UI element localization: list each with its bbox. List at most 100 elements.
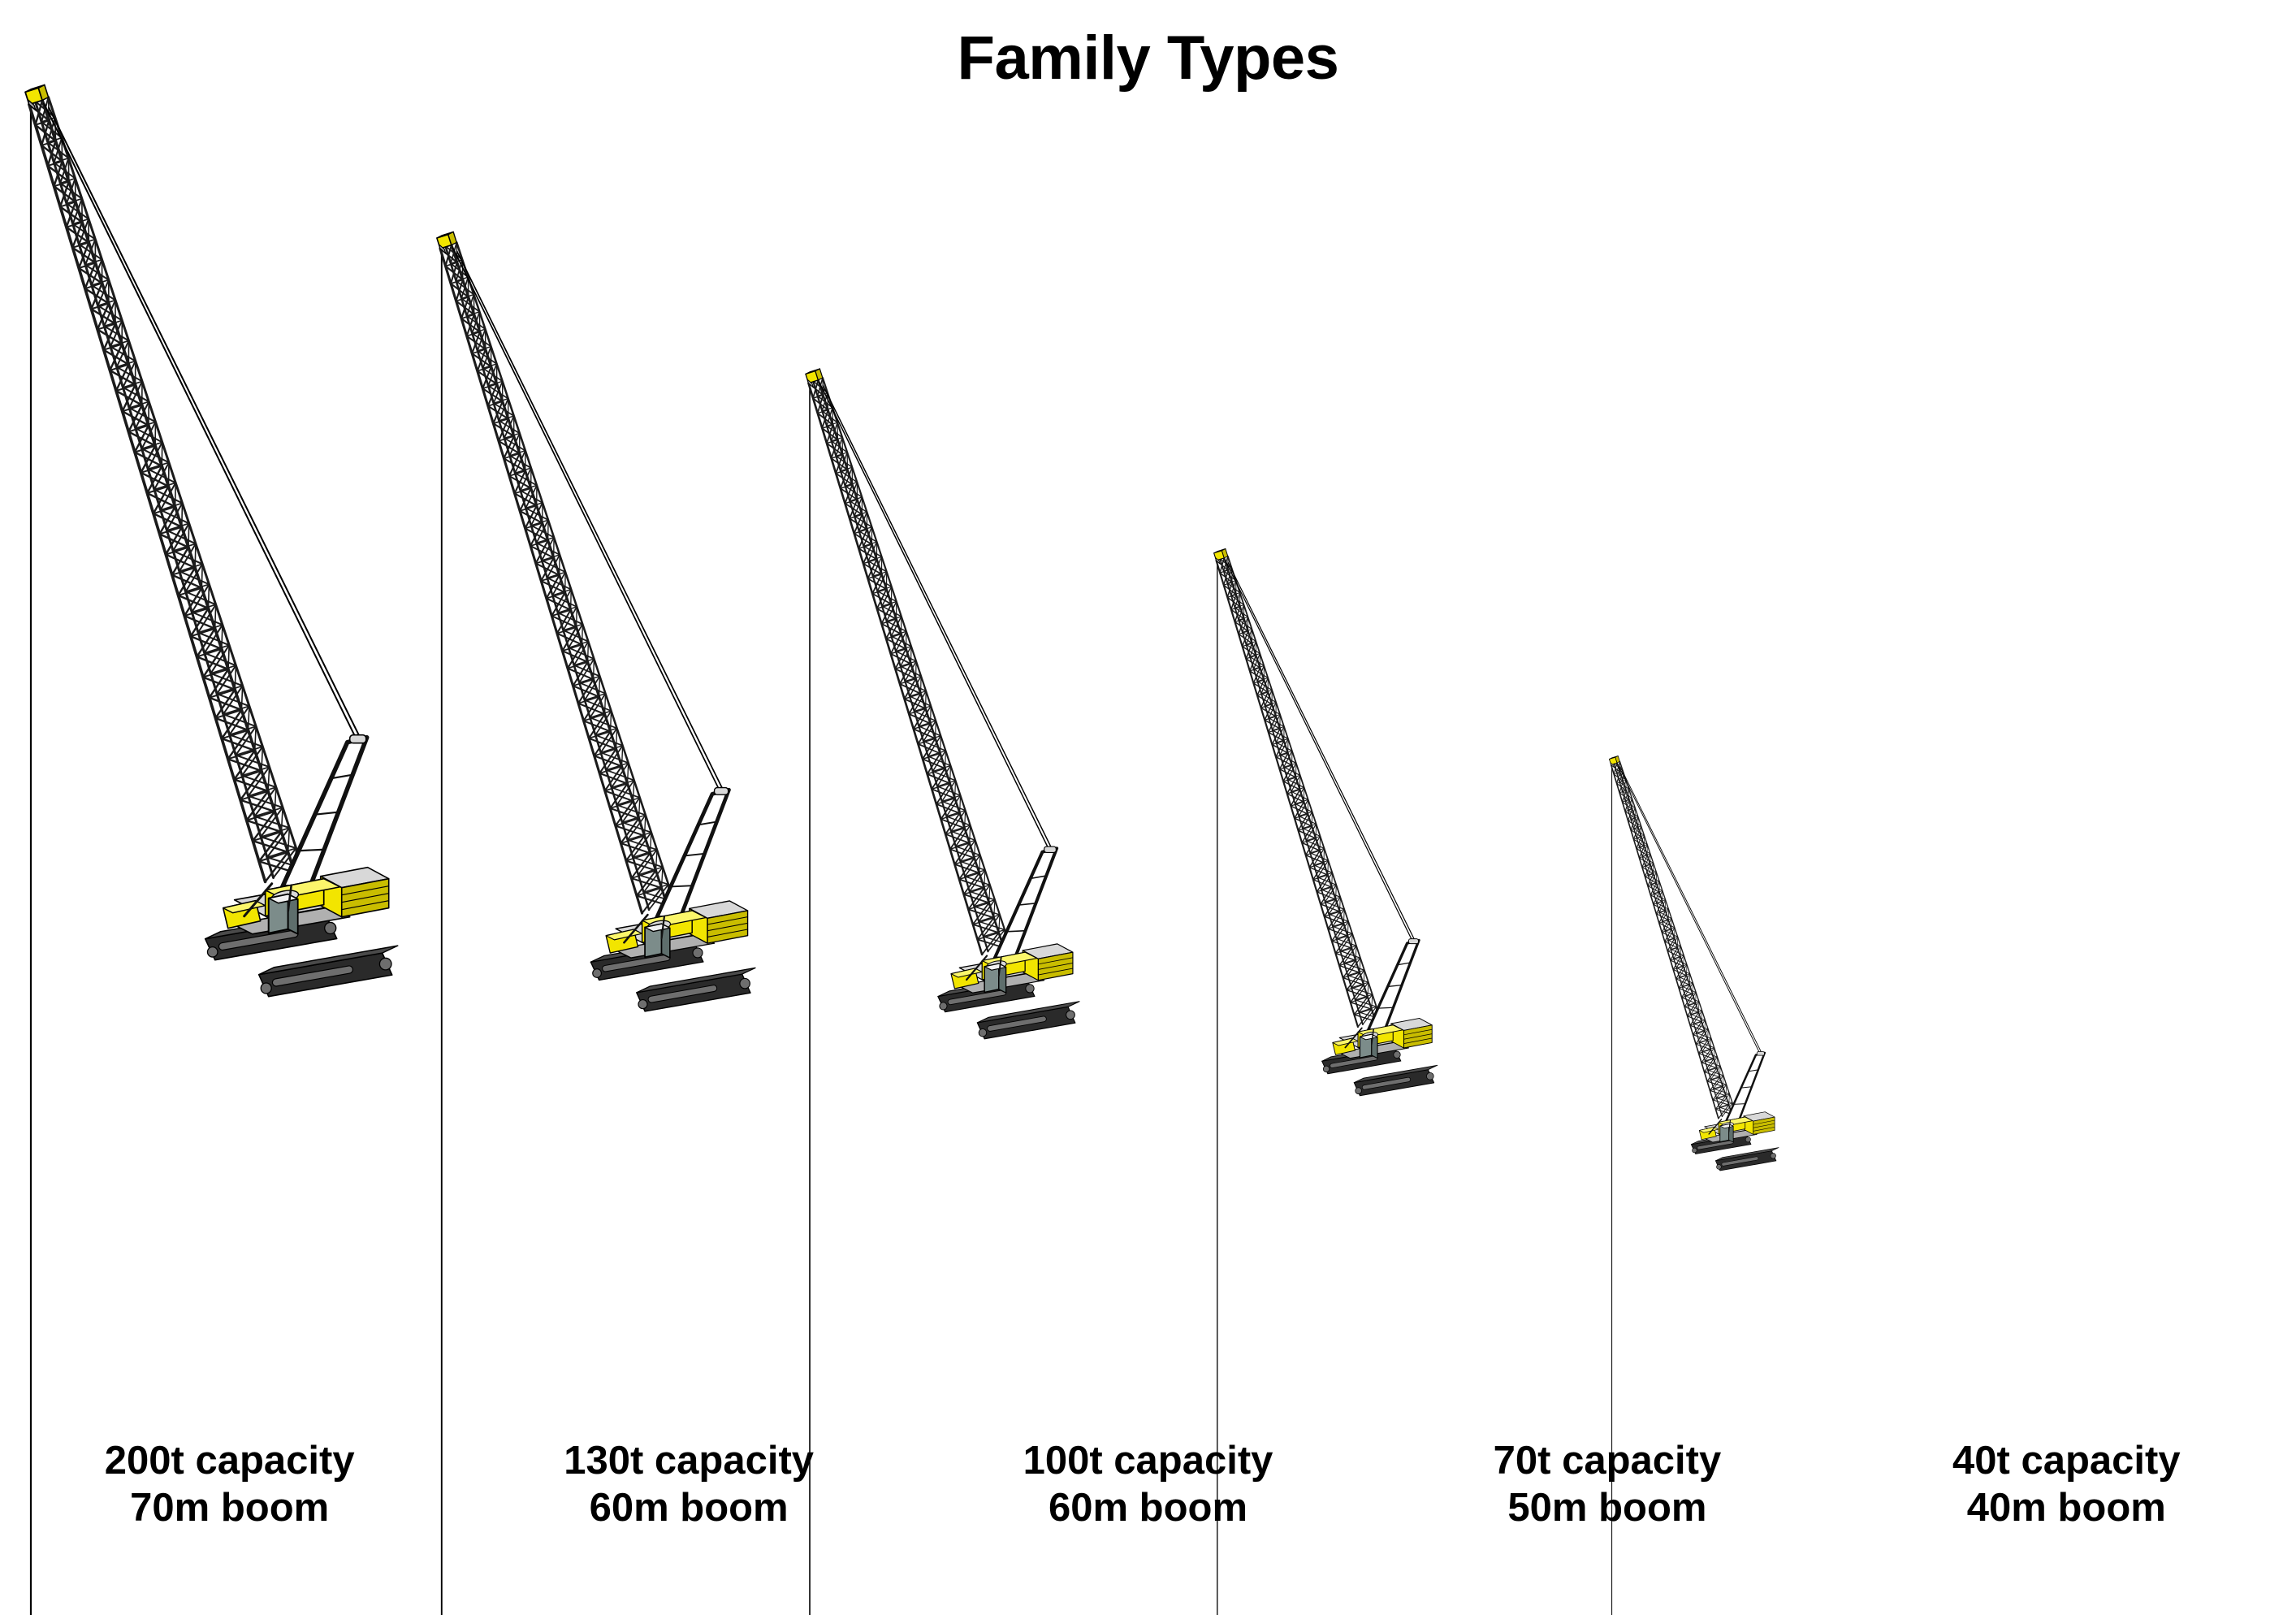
capacity-label-40t: 40t capacity [1952,1439,2181,1483]
boom-heel-brace [966,955,988,981]
crawler-track-front-top [1353,1064,1438,1084]
gantry-mast [279,734,370,890]
pendant-cable-2 [1619,765,1764,1056]
crawler-track-front-sprocket [1355,1087,1362,1094]
boom-heel-pin [287,884,293,913]
capacity-label-70t: 70t capacity [1493,1439,1722,1483]
lattice-boom [1610,760,1736,1119]
crawler-track-rear-idler [324,921,337,935]
boom-head-sheave [1610,762,1615,768]
crawler-track-front-sprocket [260,982,272,994]
crawler-track-front-sprocket [978,1028,988,1037]
crawler-track-front-frame [647,985,718,1003]
boom-heel-pin [1728,1119,1732,1132]
boom-label-100t: 60m boom [1048,1485,1248,1530]
crawler-track-rear-sprocket [1692,1147,1697,1154]
boom-head [1213,548,1229,565]
pendant-cables [1224,559,1417,945]
boom-chord-near-left [439,247,644,915]
boom-head [805,368,824,388]
crawler-track-rear-sprocket [939,1002,948,1011]
crawler-track-rear-idler [1745,1137,1751,1143]
mast-sheave-roller [1407,938,1419,945]
crawler-track-front-idler [378,957,392,971]
boom-head-top [805,368,820,375]
boom-label-200t: 70m boom [130,1485,330,1530]
pendant-cable-2 [48,106,364,744]
boom-label-130t: 60m boom [589,1485,789,1530]
operator-cab [984,963,1007,994]
boom-chord-near-left [1610,764,1719,1119]
operator-cab [1719,1124,1734,1143]
boom-chord-far-left [811,379,989,953]
crawler-track-rear-sprocket [592,968,602,978]
crane-70t [1213,548,1438,1615]
pendant-cable-1 [819,382,1050,851]
crawler-track-front-top [636,967,756,994]
hoist-rope-group [29,109,32,1615]
operator-cab [644,923,671,959]
boom-head-top [24,84,45,93]
crane-label-100t: 100t capacity 60m boom [919,1438,1377,1532]
crawler-track-rear-idler [1025,984,1035,994]
crawler-track-rear-idler [1393,1050,1401,1059]
mast-frame [992,846,1059,960]
boom-head-top [436,231,454,239]
mast-sheave-roller [348,734,367,744]
boom-heel-pin [660,915,666,940]
crawler-track-front-idler [1426,1072,1434,1080]
crawler-track-front [976,1001,1080,1040]
crawler-track-rear-sprocket [1322,1065,1330,1073]
crawler-track-front-idler [1770,1153,1776,1159]
gantry-mast [1725,1051,1766,1122]
crawler-track-rear-sprocket [206,946,218,958]
crawler-track-front-frame [271,965,353,987]
mast-sheave-roller [713,786,729,795]
crawler-track-front-top [257,945,399,976]
crawler-track-front-sprocket [638,999,648,1010]
lattice-boom [439,241,676,915]
capacity-label-130t: 130t capacity [564,1439,815,1483]
pendant-cables [819,382,1055,854]
crawler-track-front-sprocket [1716,1164,1722,1170]
boom-head-top [1213,548,1226,554]
crane-label-70t: 70t capacity 50m boom [1377,1438,1836,1532]
mast-frame [1725,1051,1766,1122]
pendant-cables [1617,764,1764,1056]
boom-head-sheave [806,379,814,388]
hoist-rope-group [440,253,443,1615]
capacity-label-100t: 100t capacity [1023,1439,1273,1483]
gantry-mast [1366,938,1420,1032]
page-title: Family Types [957,24,1339,93]
hoist-rope-group [809,387,811,1615]
crawler-track-front [1714,1147,1779,1171]
mast-frame [1366,938,1420,1032]
gantry-mast [655,786,731,920]
mast-frame [279,734,370,890]
boom-chord-far-left [1219,557,1364,1025]
boom-heel-pin [997,956,1002,977]
crane-label-40t: 40t capacity 40m boom [1837,1438,2296,1532]
crawler-track-front-frame [1721,1156,1759,1167]
crawler-track-front [636,967,756,1012]
crane-label-row: 200t capacity 70m boom 130t capacity 60m… [0,1438,2296,1568]
boom-chord-far-left [444,245,651,911]
mast-frame [655,787,731,920]
hoist-rope-group [1217,563,1218,1615]
crawler-track-front-frame [987,1015,1047,1032]
pendant-cable-1 [1617,764,1761,1054]
capacity-label-200t: 200t capacity [104,1439,355,1483]
crane-label-130t: 130t capacity 60m boom [459,1438,918,1532]
operator-cab [1359,1033,1378,1059]
mast-sheave-roller [1044,846,1057,854]
boom-chord-far-left [1613,762,1723,1118]
crawler-track-front-idler [739,977,750,989]
boom-chord-far-left [33,100,275,879]
crane-100t [805,368,1080,1615]
lattice-boom [807,377,1011,956]
crane-130t [436,231,756,1615]
pendant-cable-1 [1224,559,1413,942]
lattice-boom [28,96,305,884]
crane-illustration-group [24,84,1779,1615]
crawler-track-front [1353,1064,1438,1097]
